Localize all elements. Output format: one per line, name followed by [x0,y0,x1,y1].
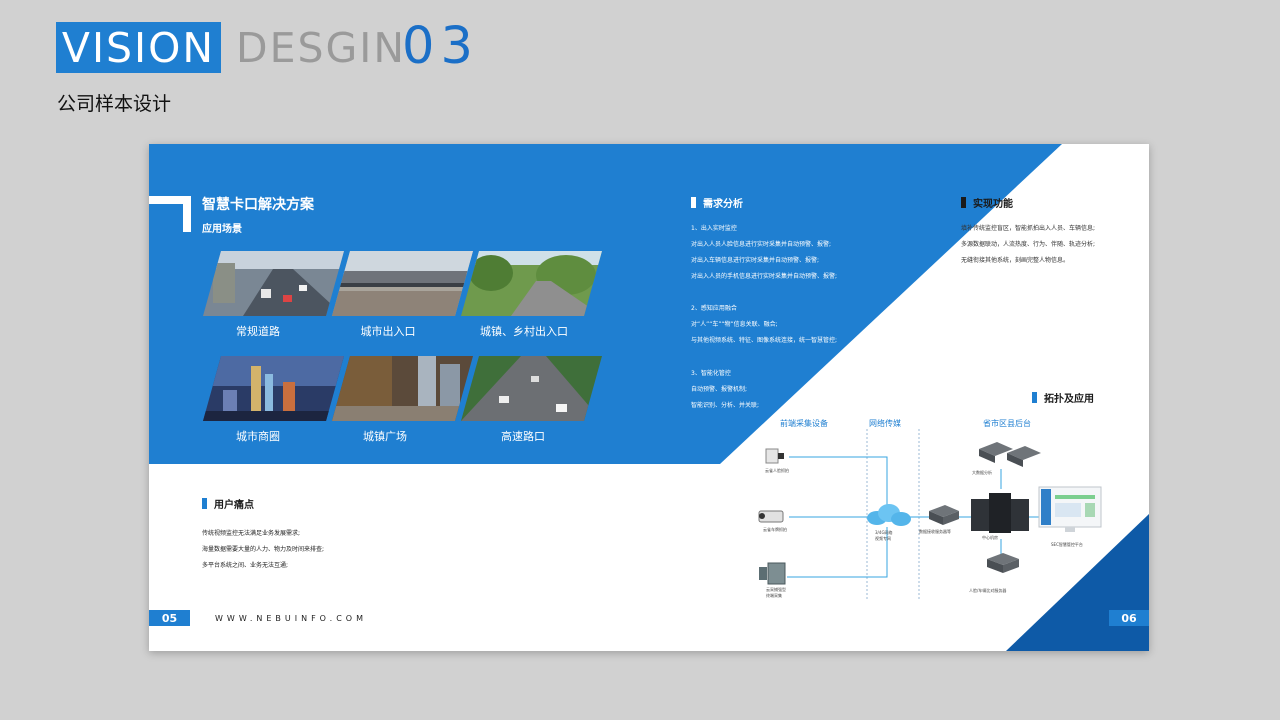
link-phone [787,527,888,578]
scene-label: 城市出入口 [360,325,416,338]
needs-line: 对“人”“车”“物”信息关联、融合; [691,321,778,328]
scene-label: 城镇广场 [363,430,407,443]
topo-head-front: 前端采集设备 [780,419,828,428]
scene-subtitle: 应用场景 [202,224,242,235]
label-platform: SEC智慧管控平台 [1051,542,1083,547]
receiver-server-icon [929,505,959,525]
func-line: 多源数据联动，人流热度、行为、伴随、轨迹分析; [961,241,1096,248]
label-phone: 云采捕强型 终端采集 [766,587,786,598]
needs-section-title: 需求分析 [691,195,743,210]
compare-server-icon [987,553,1019,573]
needs-line: 与其他视频系统、特征、图像系统连接，统一智慧管控; [691,337,838,344]
solution-title: 智慧卡口解决方案 [202,197,314,213]
func-title-text: 实现功能 [973,199,1013,210]
scene-label: 城市商圈 [236,430,280,443]
cloud-icon [867,504,911,526]
section-number: 03 [402,16,479,76]
topo-head-backend: 省市区县后台 [983,419,1031,428]
title-bar [202,498,207,509]
topo-head-network: 网络传媒 [869,419,901,428]
center-server-icon [971,493,1029,533]
label-face-cam: 云雀人脸抓拍 [765,468,789,473]
label-compare: 人脸/车辆比对服务器 [969,588,1007,593]
pain-line: 多平台系统之间、业务无法互通; [202,562,289,569]
scene-label: 城镇、乡村出入口 [480,325,568,338]
topology-title-text: 拓扑及应用 [1044,394,1094,405]
needs-line: 2、感知应用融合 [691,305,737,312]
page-number-left: 05 [149,610,190,626]
topology-section-title: 拓扑及应用 [1032,390,1094,405]
needs-line: 对出入人员的手机信息进行实时采集并自动预警、报警; [691,273,838,280]
phone-collector-icon [759,562,786,585]
topology-diagram [758,429,1102,599]
scene-photo-city-entrance [332,251,473,316]
brochure-spread: 智慧卡口解决方案 应用场景 常规道路 城市出入口 城镇、乡村出入口 [149,144,1149,651]
scene-photo-town-square [332,356,473,421]
needs-line: 自动预警、报警机制; [691,386,748,393]
func-section-title: 实现功能 [961,195,1013,210]
link-face [789,456,888,507]
car-camera-icon [758,510,784,523]
brand-design-text: DESGIN [236,23,407,72]
brand-vision-box: VISION [56,22,221,73]
scene-photo-highway [461,356,602,421]
scene-photo-business-district [203,356,344,421]
pain-line: 传统视频监控无法满足业务发展需求; [202,530,301,537]
face-camera-icon [765,448,784,464]
label-center: 中心机房 [982,535,998,540]
needs-line: 1、出入实时监控 [691,225,737,232]
scene-photo-town-entrance [461,251,602,316]
title-bar [691,197,696,208]
label-network: 3/4G网络 视频专网 [875,530,893,541]
needs-title-text: 需求分析 [703,199,743,210]
label-receiver: 数据接收服务器等 [919,529,951,534]
scene-photo-road [203,251,344,316]
corner-bracket [149,196,191,232]
func-line: 无缝衔接其他系统，刻画完整人物信息。 [961,257,1070,264]
needs-line: 对出入人员人脸信息进行实时采集并自动预警、报警; [691,241,832,248]
bigdata-server-icon [979,442,1041,467]
monitor-icon [1038,486,1102,532]
label-car-cam: 云雀车牌抓拍 [763,527,787,532]
pain-section-title: 用户痛点 [202,496,254,511]
pain-title-text: 用户痛点 [214,500,254,511]
title-bar [1032,392,1037,403]
func-line: 填补传统监控盲区，智能抓拍出入人员、车辆信息; [961,225,1096,232]
scene-label: 常规道路 [236,325,280,338]
pain-line: 海量数据需要大量的人力、物力及时间来排查; [202,546,325,553]
needs-line: 对出入车辆信息进行实时采集并自动预警、报警; [691,257,820,264]
label-bigdata: 大数据分析 [972,470,992,475]
website-url: WWW.NEBUINFO.COM [215,614,367,623]
scene-label: 高速路口 [501,430,545,443]
needs-line: 3、智能化管控 [691,370,731,377]
page-subtitle: 公司样本设计 [57,93,172,115]
page-number-right: 06 [1109,610,1149,626]
title-bar [961,197,966,208]
needs-line: 智能识别、分析、并关联; [691,402,760,409]
